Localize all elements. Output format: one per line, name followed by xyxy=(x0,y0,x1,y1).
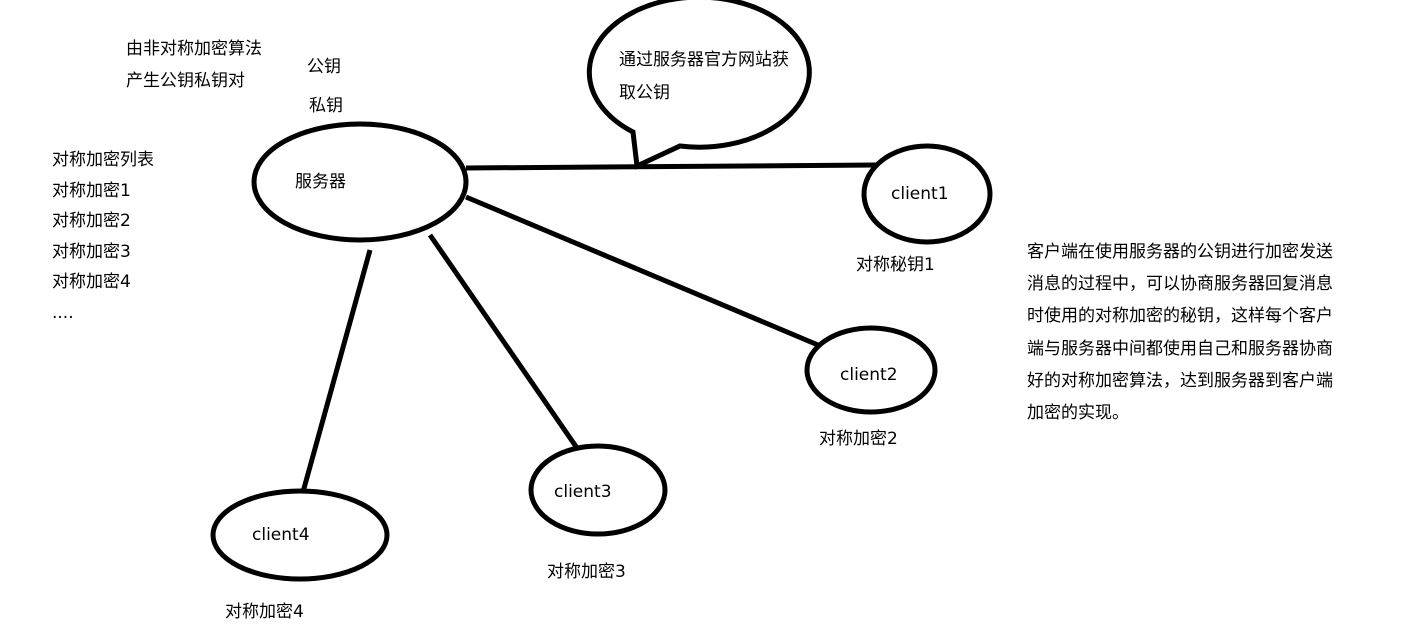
client4-node xyxy=(210,488,390,582)
speech-bubble-shape xyxy=(586,0,812,170)
list-item: 对称加密1 xyxy=(52,180,131,201)
client4-key: 对称加密4 xyxy=(225,602,304,622)
explanation-line: 客户端在使用服务器的公钥进行加密发送 xyxy=(1027,242,1333,262)
client2-node xyxy=(804,325,938,415)
explanation-text: 客户端在使用服务器的公钥进行加密发送 消息的过程中，可以协商服务器回复消息 时使… xyxy=(1027,236,1333,429)
client1-key: 对称秘钥1 xyxy=(856,255,935,275)
list-item: 对称加密4 xyxy=(52,272,131,292)
public-key-label: 公钥 xyxy=(307,57,341,77)
link-server-client1 xyxy=(465,162,878,171)
client4-label: client4 xyxy=(252,525,310,545)
note-line-1: 由非对称加密算法 xyxy=(126,39,262,59)
symmetric-list-title: 对称加密列表 xyxy=(52,150,154,170)
note-line-2: 产生公钥私钥对 xyxy=(126,71,245,91)
bubble-line-2: 取公钥 xyxy=(619,83,670,103)
client2-label: client2 xyxy=(840,365,898,385)
explanation-line: 时使用的对称加密的秘钥，这样每个客户 xyxy=(1027,306,1333,327)
server-label: 服务器 xyxy=(295,172,346,192)
link-server-client4 xyxy=(300,249,373,493)
explanation-line: 端与服务器中间都使用自己和服务器协商 xyxy=(1027,338,1333,359)
link-server-client3 xyxy=(427,233,580,450)
bubble-line-1: 通过服务器官方网站获 xyxy=(619,50,789,70)
list-item: .... xyxy=(52,302,74,323)
client3-node xyxy=(528,443,668,537)
client3-key: 对称加密3 xyxy=(547,562,626,582)
list-item: 对称加密3 xyxy=(52,241,131,262)
symmetric-list: 对称加密列表 对称加密1 对称加密2 对称加密3 对称加密4 .... xyxy=(52,145,154,328)
list-item: 对称加密2 xyxy=(52,211,131,231)
link-server-client2 xyxy=(465,194,819,348)
client2-key: 对称加密2 xyxy=(819,429,898,449)
client3-label: client3 xyxy=(554,482,612,502)
client1-node xyxy=(861,143,993,245)
server-node xyxy=(251,121,469,243)
explanation-line: 消息的过程中，可以协商服务器回复消息 xyxy=(1027,274,1333,295)
client1-label: client1 xyxy=(891,184,949,204)
explanation-line: 好的对称加密算法，达到服务器到客户端 xyxy=(1027,370,1333,391)
private-key-label: 私钥 xyxy=(309,96,343,116)
explanation-line: 加密的实现。 xyxy=(1027,403,1129,424)
